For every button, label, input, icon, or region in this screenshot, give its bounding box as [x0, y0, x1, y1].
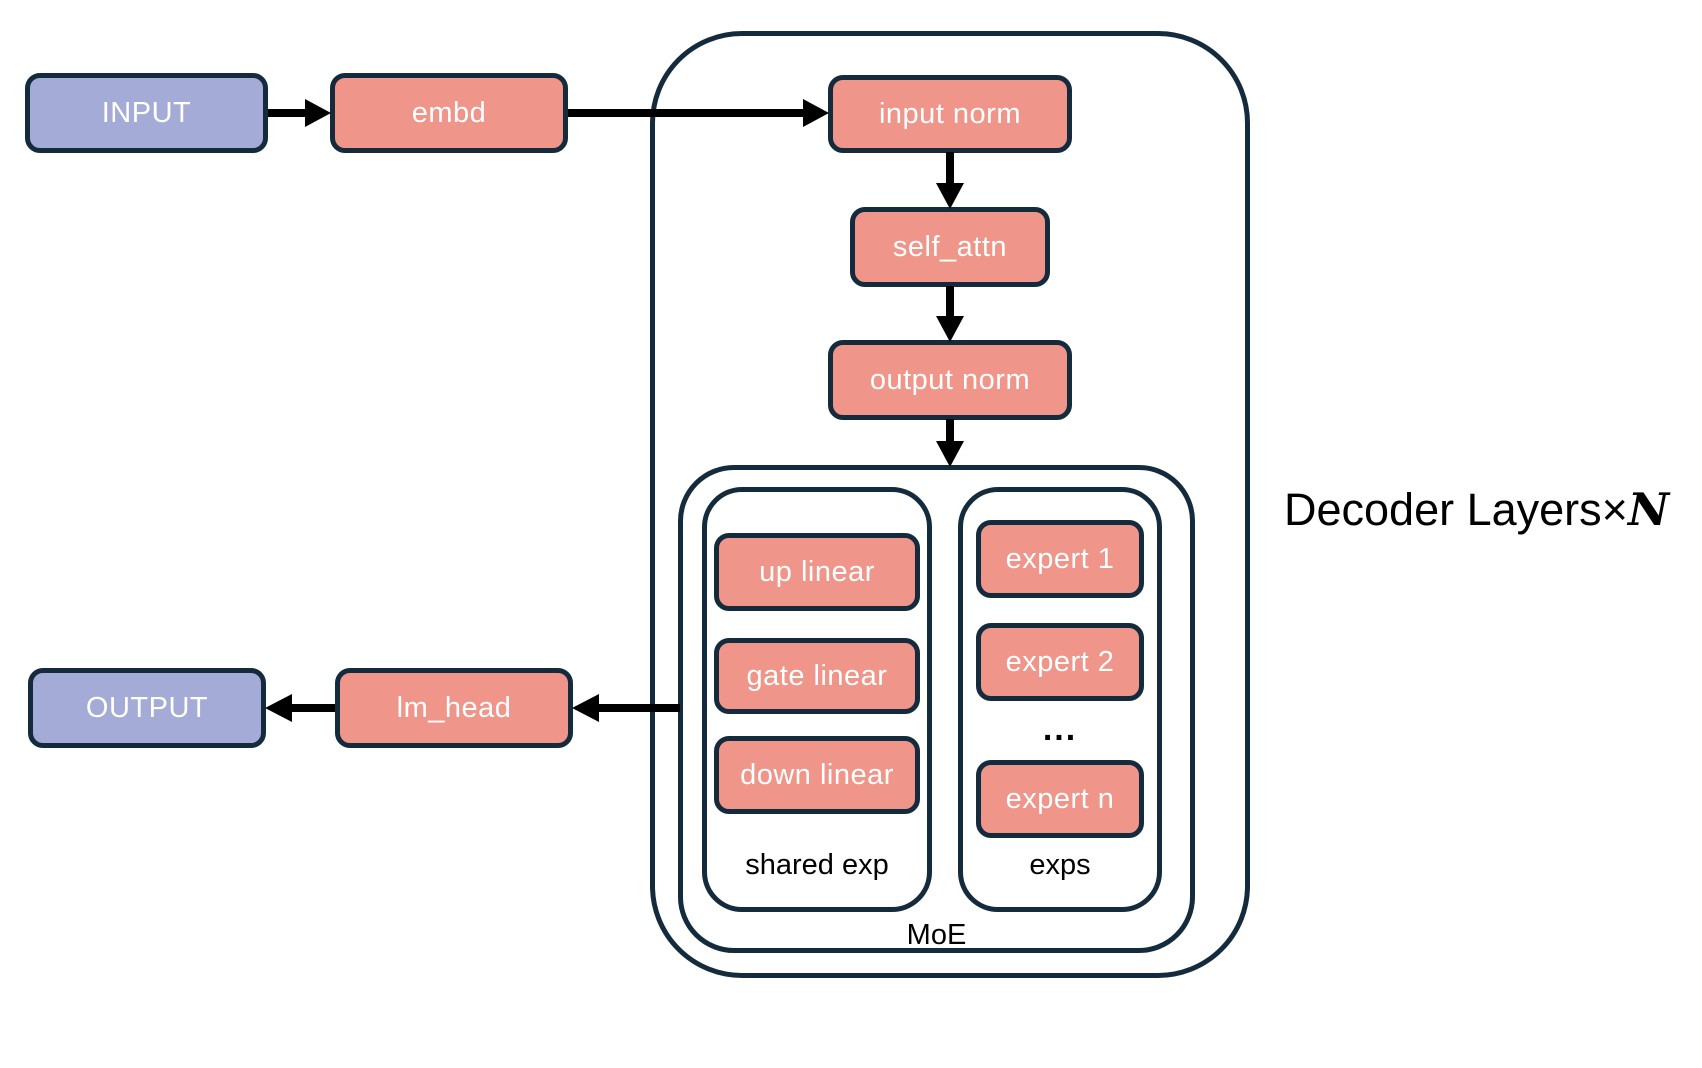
- output-norm-node: output norm: [828, 340, 1072, 420]
- down-linear-node: down linear: [714, 736, 920, 814]
- expert-n-node: expert n: [976, 760, 1144, 838]
- arrow-input-to-embd: [268, 99, 331, 127]
- decoder-layers-label: Decoder Layers×N: [1284, 483, 1669, 536]
- expert-2-node: expert 2: [976, 623, 1144, 701]
- shared-exp-label: shared exp: [745, 848, 889, 881]
- shared-exp-container: [702, 487, 932, 912]
- arrow-lm-head-to-output: [265, 694, 335, 722]
- expert-1-node: expert 1: [976, 520, 1144, 598]
- self-attn-node: self_attn: [850, 207, 1050, 287]
- decoder-layers-container: [650, 31, 1250, 978]
- moe-container: [678, 465, 1195, 953]
- output-node: OUTPUT: [28, 668, 266, 748]
- decoder-layers-n: N: [1627, 483, 1670, 536]
- input-norm-node: input norm: [828, 75, 1072, 153]
- up-linear-node: up linear: [714, 533, 920, 611]
- decoder-layers-label-text: Decoder Layers×: [1284, 484, 1628, 535]
- experts-ellipsis: ...: [1042, 709, 1078, 748]
- input-node: INPUT: [25, 73, 268, 153]
- embd-node: embd: [330, 73, 568, 153]
- exps-label: exps: [1029, 848, 1091, 881]
- gate-linear-node: gate linear: [714, 638, 920, 714]
- exps-container: [958, 487, 1162, 912]
- lm-head-node: lm_head: [335, 668, 573, 748]
- moe-label: MoE: [906, 918, 967, 951]
